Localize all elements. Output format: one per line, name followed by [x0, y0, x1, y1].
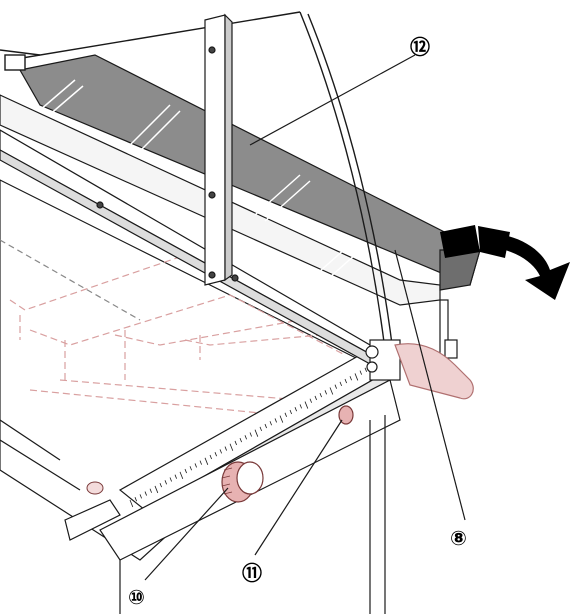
ruler-tick — [199, 460, 202, 465]
ruler-tick — [224, 446, 227, 451]
ruler-tick — [259, 426, 262, 432]
ruler-tick — [209, 454, 212, 460]
vertical-post — [96, 13, 239, 286]
ruler-tick — [254, 429, 259, 437]
ruler-tick — [234, 440, 237, 446]
ruler-tick — [319, 392, 322, 398]
ruler-tick — [184, 468, 187, 474]
ruler-tick — [194, 463, 197, 468]
ruler-tick — [204, 457, 209, 465]
cutting-lever — [394, 343, 474, 400]
ruler-tick — [164, 480, 167, 485]
ruler-tick — [354, 373, 359, 381]
ruler-tick — [244, 435, 247, 440]
ruler-tick — [329, 387, 334, 395]
ruler-tick — [154, 485, 159, 494]
ruler-tick — [299, 404, 302, 409]
ruler-tick — [129, 499, 134, 508]
table-knob — [86, 481, 104, 495]
ruler-tick — [249, 432, 252, 437]
callout-leaders — [144, 54, 466, 581]
upper-frame — [0, 11, 394, 353]
ruler-tick — [309, 398, 312, 403]
ruler-tick — [264, 423, 267, 429]
ruler-tick — [174, 474, 177, 479]
ruler-tick — [304, 401, 309, 409]
ruler-tick — [294, 407, 297, 412]
ruler-tick — [279, 415, 284, 423]
callout-11: ⑪ — [242, 561, 262, 585]
ruler-tick — [149, 488, 152, 493]
ruler-tick — [359, 370, 362, 375]
ruler-tick — [239, 437, 242, 443]
ruler-tick — [144, 491, 147, 496]
ruler-tick — [274, 418, 277, 423]
ruler-tick — [334, 384, 337, 389]
ruler-tick — [324, 390, 327, 395]
ruler-tick — [344, 378, 347, 384]
rotation-arrow-icon — [440, 225, 570, 300]
ruler-tick — [229, 443, 234, 451]
ruler-tick — [179, 471, 184, 480]
ruler-tick — [214, 452, 217, 457]
ruler-tick — [159, 482, 162, 488]
callout-8: ⑧ — [450, 526, 467, 550]
ruler-tick — [364, 367, 367, 372]
callout-10: ⑩ — [128, 585, 145, 609]
ruler-tick — [134, 497, 137, 502]
ruler-tick — [339, 381, 342, 387]
ruler-tick — [189, 466, 192, 471]
callout-12: ⑫ — [410, 35, 430, 59]
ruler-tick — [289, 409, 292, 415]
small-knob — [338, 405, 354, 425]
ruler-tick — [314, 395, 317, 401]
ruler-tick — [284, 412, 287, 417]
ruler-tick — [219, 449, 222, 454]
ruler-tick — [169, 477, 172, 482]
ruler-tick — [139, 494, 142, 499]
ruler-tick — [349, 376, 352, 381]
ruler-tick — [269, 421, 272, 426]
handwheel — [221, 461, 264, 503]
